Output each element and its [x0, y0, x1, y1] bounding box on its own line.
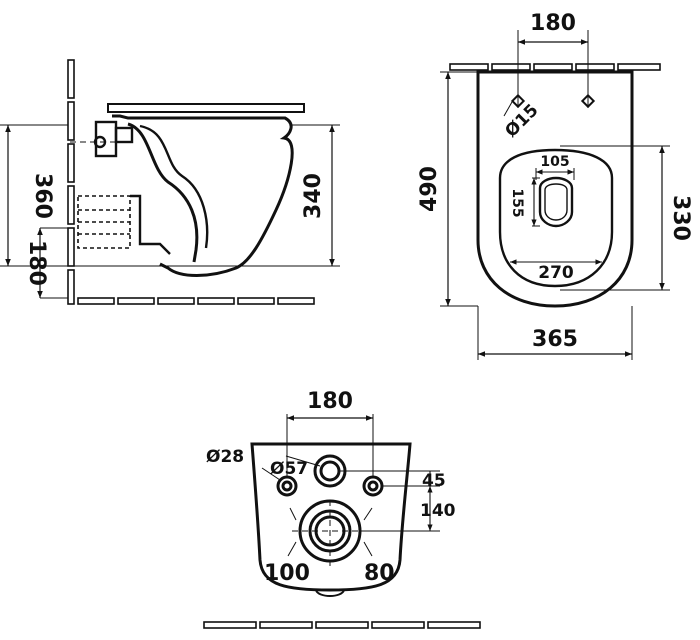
dim-365-label: 365 [532, 327, 578, 352]
dim-hole-dia-label: Ø15 [501, 100, 542, 141]
back-center-lines [292, 500, 368, 568]
dim-105-label: 105 [540, 154, 569, 170]
dim-80-label: 80 [364, 561, 395, 586]
seat-lid [107, 103, 305, 113]
back-floor-tiles [203, 621, 481, 629]
bowl-inner-rim [498, 148, 614, 288]
drain-opening [538, 176, 574, 228]
top-wall-tiles [449, 63, 661, 71]
dim-270-label: 270 [538, 263, 574, 283]
bowl-top-outline [476, 70, 634, 308]
side-view: 360 180 340 [0, 59, 340, 305]
dim-28-label: Ø28 [206, 447, 244, 467]
trap-curve-inner [139, 124, 209, 249]
side-floor-tiles [77, 297, 315, 305]
dim-490-label: 490 [417, 166, 442, 212]
drain-opening-inner [544, 183, 568, 221]
dim-330-label: 330 [668, 195, 693, 241]
top-view: 180 Ø15 105 155 270 490 330 365 [417, 11, 693, 360]
bowl-outline [112, 114, 294, 277]
dim-180-back-label: 180 [307, 389, 353, 414]
back-view: 180 Ø28 Ø57 45 140 100 80 [203, 389, 481, 629]
dim-155-label: 155 [509, 188, 525, 217]
dim-180-top-label: 180 [530, 11, 576, 36]
dim-340-label: 340 [301, 173, 326, 219]
top-helper-lines [440, 30, 670, 360]
dim-100-label: 100 [264, 561, 310, 586]
dim-45-label: 45 [422, 471, 446, 491]
dim-57-label: Ø57 [270, 459, 308, 479]
outlet-pipe [77, 195, 131, 249]
bottom-tab [315, 589, 345, 597]
back-plate-outline [250, 442, 412, 592]
side-wall-tiles [67, 59, 75, 305]
dim-360-label: 360 [30, 173, 55, 219]
trap-curve [127, 122, 199, 263]
dim-180-side-label: 180 [24, 240, 49, 286]
water-inlet [93, 120, 134, 158]
fixing-holes [510, 93, 596, 109]
dim-140-label: 140 [420, 501, 456, 521]
outlet-stub [130, 194, 171, 255]
